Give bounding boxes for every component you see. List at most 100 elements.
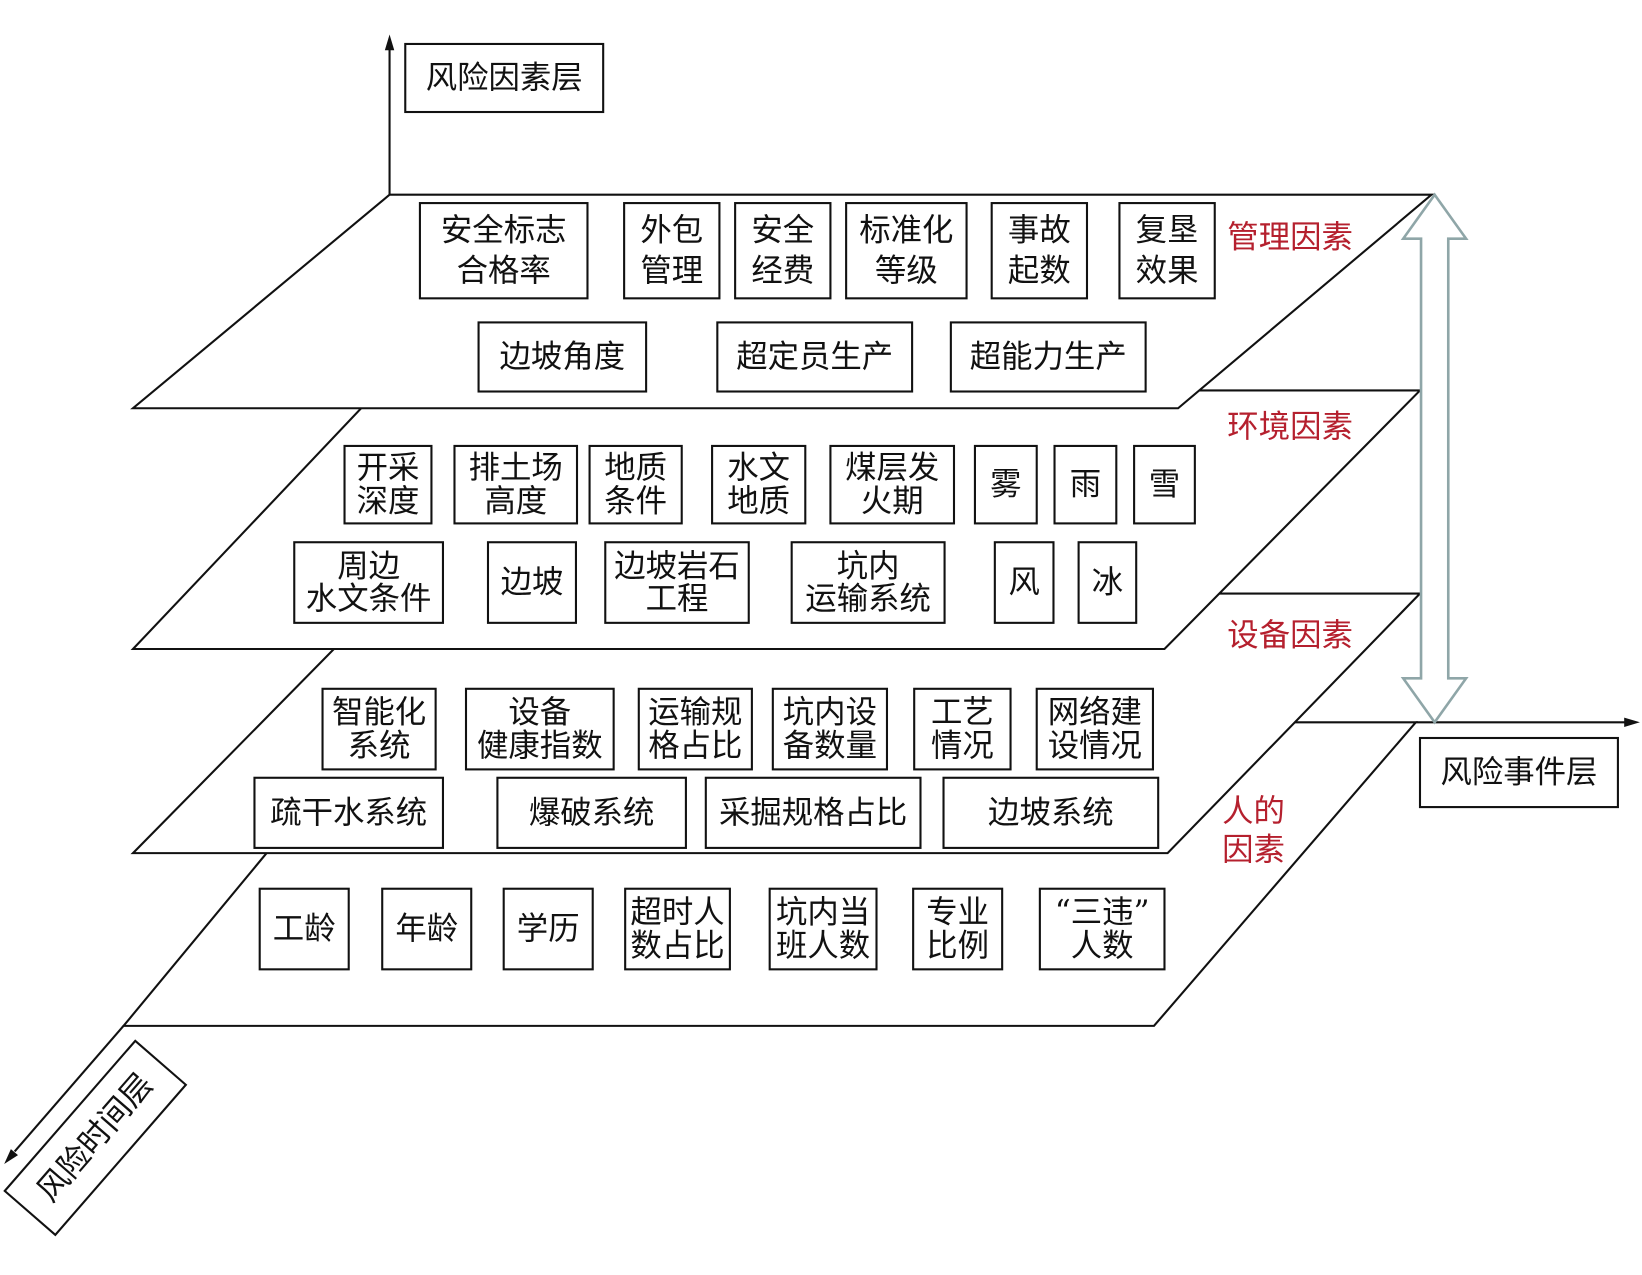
factor-label-line: 格占比 [648, 728, 742, 764]
factor-label: 周边水文条件 [306, 548, 432, 616]
factor-label-line: 安全标志 [441, 212, 567, 248]
factor-box-frame [949, 321, 1147, 393]
factor-box-frame [1133, 444, 1196, 525]
factor-box-frame [604, 541, 750, 624]
layer-label-line: 设备因素 [1227, 617, 1353, 653]
factor-label-line: 情况 [931, 728, 994, 764]
factor-box: 工艺情况 [913, 687, 1012, 771]
factor-label: 超时人数占比 [630, 894, 724, 963]
factor-label: 网络建设情况 [1048, 694, 1142, 763]
factor-layer-box-frame [404, 42, 605, 114]
factor-label: 超能力生产 [970, 339, 1127, 375]
factor-box: 水文地质 [711, 444, 807, 525]
factor-label: 水文地质 [727, 450, 790, 519]
factor-box-frame [477, 321, 648, 393]
factor-box: 开采深度 [343, 444, 433, 525]
factor-label: 运输规格占比 [648, 694, 742, 763]
layer-equipment: 智能化系统 设备健康指数 运输规格占比 坑内设备数量 工艺情况 网络建设情况 疏… [130, 592, 1423, 855]
factor-box: 智能化系统 [321, 687, 437, 771]
factor-label: “三违”人数 [1055, 894, 1150, 963]
layer-label-human: 人的因素 [1222, 793, 1285, 868]
layer-environment: 开采深度 排土场高度 地质条件 水文地质 煤层发火期 雾 雨 雪 周边水文条件 … [130, 389, 1423, 651]
layer-label-line: 环境因素 [1227, 409, 1353, 445]
factor-box: 地质条件 [588, 444, 683, 525]
factor-label: 学历 [517, 911, 580, 947]
factor-box: 超定员生产 [716, 321, 914, 393]
factor-label-line: 班人数 [776, 928, 870, 964]
factor-label-line: 深度 [357, 483, 420, 519]
factor-label-line: 比例 [926, 928, 989, 964]
layer-label-equipment: 设备因素 [1227, 617, 1353, 653]
time-layer-box-frame [3, 1039, 188, 1237]
factor-label: 采掘规格占比 [719, 795, 907, 831]
factor-box: 坑内当班人数 [768, 887, 878, 971]
factor-box: 风 [993, 541, 1055, 624]
layer-management: 安全标志合格率 外包管理 安全经费 标准化等级 事故起数 复垦效果 边坡角度 超… [130, 193, 1435, 410]
factor-layer-title: 风险因素层 [426, 60, 583, 96]
factor-label-line: 周边 [337, 548, 400, 584]
layer-label-line: 人的 [1222, 793, 1285, 829]
factor-box: 事故起数 [990, 202, 1089, 300]
factor-label-line: 事故 [1008, 212, 1071, 248]
factor-box-frame [253, 776, 445, 849]
factor-label-line: 边坡系统 [988, 795, 1114, 831]
factor-box: 复垦效果 [1118, 202, 1216, 300]
factor-label-line: 工龄 [273, 911, 336, 947]
factor-box-frame [973, 444, 1038, 525]
factor-label-line: 地质 [727, 483, 790, 519]
factor-box: 雨 [1053, 444, 1118, 525]
factor-box-frame [258, 887, 350, 971]
factor-label-line: 经费 [751, 253, 814, 289]
factor-label-line: 爆破系统 [529, 795, 655, 831]
factor-label: 超定员生产 [736, 339, 893, 375]
factor-label-line: 备数量 [783, 728, 877, 764]
factor-box-frame [496, 776, 687, 849]
factor-label-line: 雾 [990, 467, 1021, 503]
factor-label: 坑内运输系统 [805, 548, 931, 616]
layer-label-line: 管理因素 [1227, 220, 1353, 256]
factor-box: 外包管理 [623, 202, 721, 300]
factor-box-frame [845, 202, 968, 300]
factor-box-frame [704, 776, 922, 849]
factor-box: 专业比例 [912, 887, 1004, 971]
factor-label: 雨 [1070, 467, 1101, 503]
factor-label: 边坡 [501, 565, 564, 601]
factor-box-frame [711, 444, 807, 525]
factor-label-line: 效果 [1136, 253, 1199, 289]
factor-box: 排土场高度 [453, 444, 579, 525]
factor-label-line: 高度 [484, 483, 547, 519]
layer-label-environment: 环境因素 [1227, 409, 1353, 445]
factor-box-frame [343, 444, 433, 525]
factor-box-frame [790, 541, 946, 624]
factor-box-frame [486, 541, 578, 624]
factor-label: 风 [1008, 565, 1039, 601]
time-layer-box: 风险时间层 [3, 1039, 188, 1237]
factor-box: 坑内运输系统 [790, 541, 946, 624]
factor-box: 安全经费 [734, 202, 832, 300]
factor-label-line: “三违” [1055, 894, 1150, 930]
factor-box-frame [993, 541, 1055, 624]
factor-label-line: 系统 [348, 728, 411, 764]
factor-label: 边坡系统 [988, 795, 1114, 831]
factor-label: 地质条件 [604, 450, 667, 519]
event-layer-title-text: 风险事件层 [1440, 755, 1597, 791]
factor-box-frame [293, 541, 445, 624]
factor-label-line: 超定员生产 [736, 339, 893, 375]
factor-label-line: 设情况 [1048, 728, 1142, 764]
factor-box: 工龄 [258, 887, 350, 971]
factor-box: 设备健康指数 [464, 687, 615, 771]
factor-label: 年龄 [395, 911, 458, 947]
factor-label-line: 超能力生产 [970, 339, 1127, 375]
factor-box-frame [771, 687, 889, 771]
factor-label-line: 火期 [861, 483, 924, 519]
factor-label-line: 专业 [926, 894, 989, 930]
event-layer-box: 风险事件层 [1418, 736, 1619, 809]
factor-box: 运输规格占比 [637, 687, 753, 771]
factor-label-line: 管理 [640, 253, 703, 289]
factor-label-line: 冰 [1092, 565, 1123, 601]
factor-box-frame [418, 202, 589, 300]
factor-label-line: 合格率 [457, 253, 551, 289]
factor-layer-box: 风险因素层 [404, 42, 605, 114]
factor-label: 坑内设备数量 [783, 694, 877, 763]
factor-box-frame [321, 687, 437, 771]
